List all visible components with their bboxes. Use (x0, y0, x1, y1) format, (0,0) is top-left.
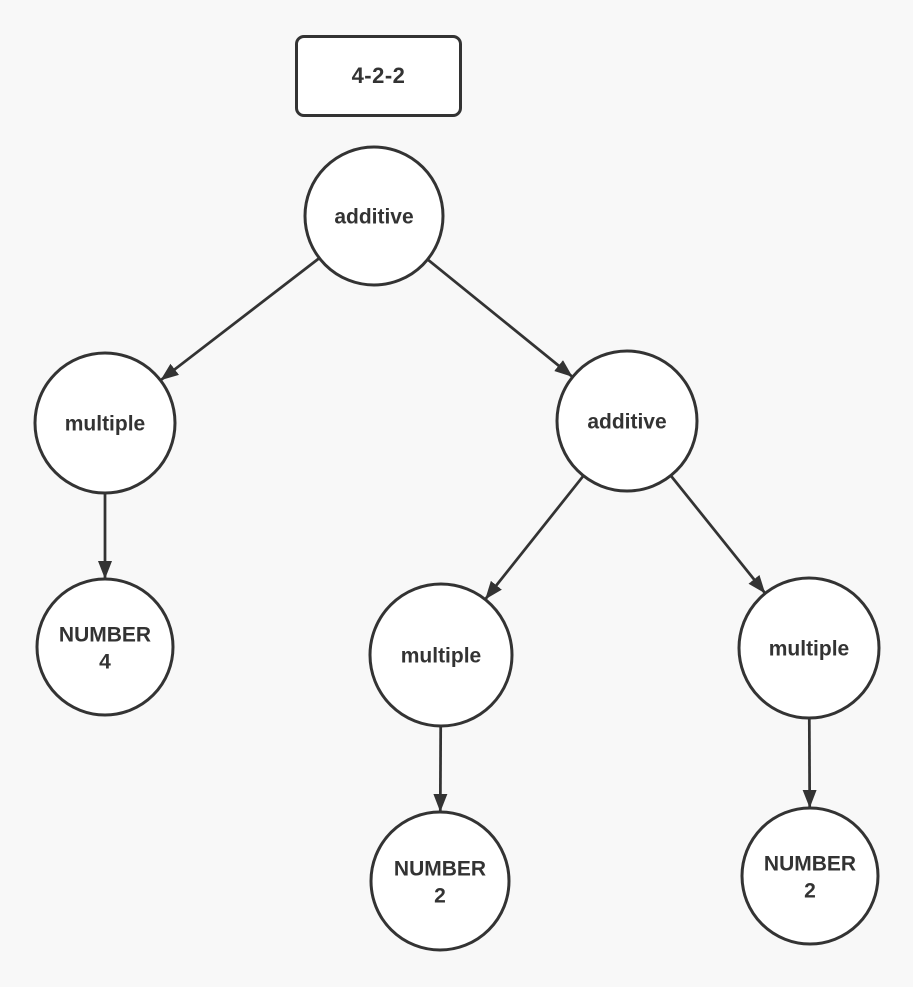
node-circle (737, 576, 881, 720)
node-label: NUMBER (394, 858, 486, 881)
edge-additive-root-to-multiple-left (160, 257, 321, 381)
node-circle (369, 810, 511, 952)
node-label: multiple (65, 413, 146, 436)
edge-additive-right-to-multiple-mid (484, 474, 585, 600)
node-label: multiple (401, 645, 482, 668)
edge-additive-right-to-multiple-right (669, 474, 766, 594)
node-circle (368, 582, 514, 728)
tree-node-additive-right: additive (555, 349, 699, 493)
node-circle (35, 577, 175, 717)
node-circle (303, 145, 445, 287)
node-circle (33, 351, 177, 495)
node-label: 2 (804, 880, 816, 903)
node-label: multiple (769, 638, 850, 661)
node-label: additive (587, 411, 666, 434)
node-circle (555, 349, 699, 493)
tree-node-multiple-mid: multiple (368, 582, 514, 728)
tree-node-multiple-right: multiple (737, 576, 881, 720)
tree-node-number-2-right: NUMBER 2 (740, 806, 880, 946)
node-label: NUMBER (764, 853, 856, 876)
node-label: NUMBER (59, 624, 151, 647)
edge-additive-root-to-additive-right (426, 258, 573, 378)
node-label: additive (334, 206, 413, 229)
tree-node-number-2-mid: NUMBER 2 (369, 810, 511, 952)
tree-node-additive-root: additive (303, 145, 445, 287)
tree-node-number-4: NUMBER 4 (35, 577, 175, 717)
node-label: 4 (99, 651, 111, 674)
node-circle (740, 806, 880, 946)
expression-label: 4-2-2 (351, 63, 406, 88)
node-label: 2 (434, 885, 446, 908)
expression-box: 4-2-2 (295, 35, 462, 117)
tree-node-multiple-left: multiple (33, 351, 177, 495)
